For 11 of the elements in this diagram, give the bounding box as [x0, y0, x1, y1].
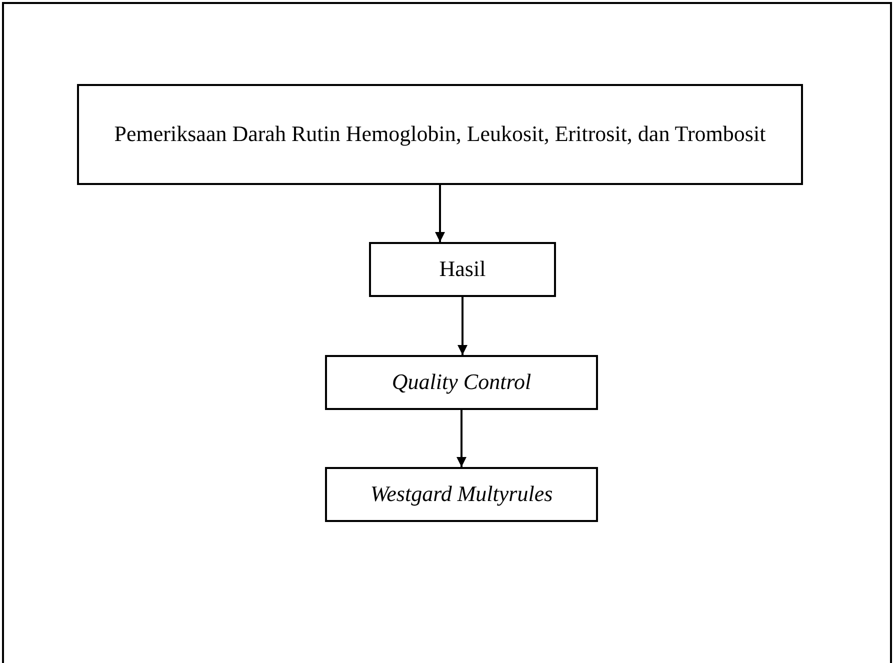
arrow: [456, 410, 466, 467]
box-label: Pemeriksaan Darah Rutin Hemoglobin, Leukosit, Eritrosit, dan Trombosit: [114, 120, 766, 148]
box-label: Quality Control: [392, 368, 532, 396]
process-box: [77, 84, 803, 185]
process-box: [325, 467, 598, 522]
box-label: Hasil: [439, 255, 486, 284]
process-box: [369, 242, 556, 297]
box-label: Westgard Multyrules: [370, 480, 553, 508]
arrow: [458, 297, 468, 355]
arrow: [435, 185, 445, 242]
process-box: [325, 355, 598, 410]
